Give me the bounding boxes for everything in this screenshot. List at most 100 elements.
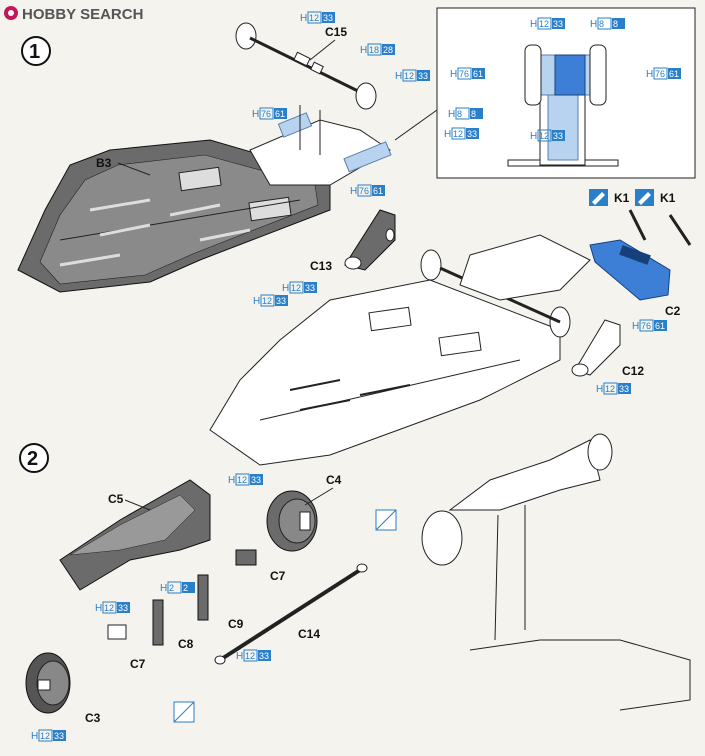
paint-code-prefix: H — [444, 129, 451, 140]
paint-code-second: 8 — [613, 19, 618, 29]
paint-code-prefix: H — [530, 19, 537, 30]
paint-code-second: 33 — [418, 71, 428, 81]
part-label-c12: C12 — [622, 364, 644, 378]
wheel-c3 — [25, 652, 71, 714]
paint-code-prefix: H — [450, 69, 457, 80]
paint-code-second: 61 — [275, 109, 285, 119]
paint-code-second: 2 — [183, 583, 188, 593]
suspension-arm-c13 — [344, 209, 396, 271]
part-label-c4: C4 — [326, 473, 342, 487]
paint-code-first: 12 — [237, 475, 247, 485]
paint-code-second: 33 — [251, 475, 261, 485]
paint-code-first: 12 — [453, 129, 463, 139]
no-glue-icon — [173, 701, 195, 723]
front-frame-c5 — [59, 479, 211, 591]
paint-code-prefix: H — [395, 71, 402, 82]
part-label-b3: B3 — [96, 156, 112, 170]
paint-code-second: 61 — [669, 69, 679, 79]
paint-code-second: 8 — [471, 109, 476, 119]
glue-icon — [589, 189, 608, 206]
pin-c9 — [197, 574, 209, 621]
part-label-c14: C14 — [298, 627, 320, 641]
paint-code-second: 33 — [467, 129, 477, 139]
paint-code-second: 33 — [619, 384, 629, 394]
step-1-marker: 1 — [21, 36, 51, 66]
bracket-c2 — [589, 239, 671, 301]
pin-c8 — [152, 599, 164, 646]
clip-c7-upper — [235, 549, 257, 566]
paint-code-prefix: H — [590, 19, 597, 30]
chassis-plate-b3 — [17, 139, 331, 293]
no-glue-icon — [375, 509, 397, 531]
paint-code-second: 33 — [323, 13, 333, 23]
paint-code-prefix: H — [95, 603, 102, 614]
paint-code-prefix: H — [252, 109, 259, 120]
paint-code-first: 76 — [261, 109, 271, 119]
part-label-c2: C2 — [665, 304, 681, 318]
step-2-number: 2 — [27, 448, 38, 470]
paint-code-second: 33 — [118, 603, 128, 613]
part-label-c15: C15 — [325, 25, 347, 39]
paint-code-first: 8 — [599, 19, 604, 29]
paint-code-prefix: H — [530, 131, 537, 142]
part-label-c3: C3 — [85, 711, 101, 725]
part-label-c13: C13 — [310, 259, 332, 273]
paint-code-first: 8 — [457, 109, 462, 119]
suspension-arm-c12 — [571, 319, 621, 377]
chassis-assembly-outline — [209, 234, 591, 466]
paint-code-prefix: H — [632, 321, 639, 332]
paint-code-first: 12 — [309, 13, 319, 23]
part-label-c5: C5 — [108, 492, 124, 506]
paint-code-prefix: H — [228, 475, 235, 486]
paint-code-prefix: H — [448, 109, 455, 120]
paint-code-prefix: H — [300, 13, 307, 24]
paint-code-first: 12 — [404, 71, 414, 81]
paint-code-second: 33 — [54, 731, 64, 741]
wheel-c4 — [266, 490, 318, 552]
paint-code-prefix: H — [596, 384, 603, 395]
paint-code-prefix: H — [253, 296, 260, 307]
paint-code-prefix: H — [160, 583, 167, 594]
step-1-number: 1 — [29, 41, 40, 63]
paint-code-second: 61 — [473, 69, 483, 79]
tie-rod-c14 — [214, 563, 368, 665]
paint-code-first: 18 — [369, 45, 379, 55]
paint-code-first: 12 — [104, 603, 114, 613]
paint-code-first: 76 — [655, 69, 665, 79]
part-label-c8: C8 — [178, 637, 194, 651]
front-assembly-outline — [421, 433, 691, 711]
paint-code-first: 12 — [291, 283, 301, 293]
paint-code-first: 76 — [459, 69, 469, 79]
hobby-search-logo: HOBBY SEARCH — [4, 6, 143, 23]
part-label-k1-second: K1 — [660, 191, 676, 205]
paint-code-prefix: H — [282, 283, 289, 294]
paint-code-prefix: H — [236, 651, 243, 662]
paint-code-first: 12 — [245, 651, 255, 661]
detail-inset — [394, 7, 696, 179]
rod-k1-pair — [628, 209, 692, 246]
paint-code-first: 2 — [169, 583, 174, 593]
part-label-c9: C9 — [228, 617, 244, 631]
paint-code-second: 33 — [276, 296, 286, 306]
brand-text: HOBBY SEARCH — [22, 6, 143, 23]
